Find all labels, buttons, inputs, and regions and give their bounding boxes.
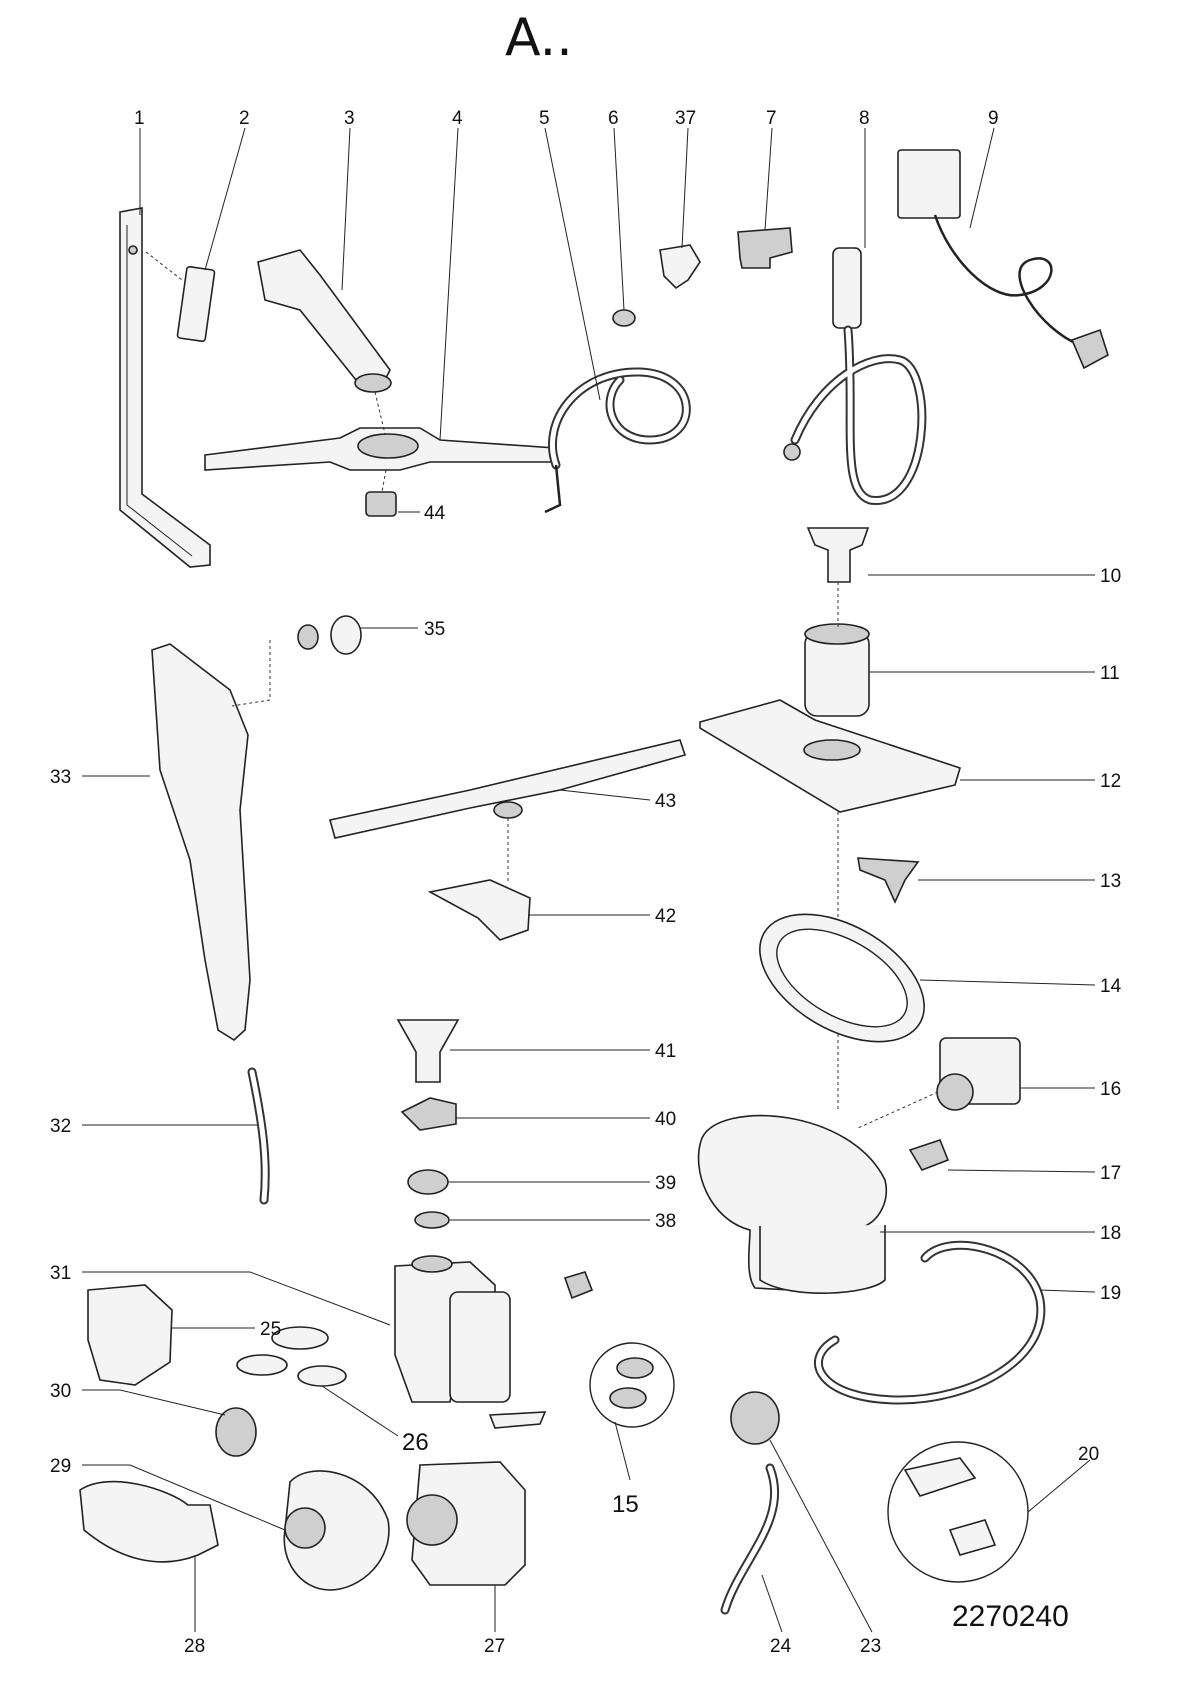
label-18: 18 [1100, 1223, 1121, 1244]
label-13: 13 [1100, 871, 1121, 892]
label-25: 25 [260, 1319, 281, 1340]
part-42-arm-support [427, 879, 531, 941]
part-3-upper-arm [257, 249, 391, 391]
part-6-ring [612, 309, 636, 327]
label-28: 28 [184, 1636, 205, 1657]
label-30: 30 [50, 1381, 71, 1402]
label-37: 37 [675, 108, 696, 129]
part-15-kit-group [589, 1342, 675, 1428]
leader-lines [82, 127, 1096, 1633]
label-17: 17 [1100, 1163, 1121, 1184]
part-43-lower-spray-arm [329, 739, 687, 839]
label-9: 9 [988, 108, 999, 129]
label-32: 32 [50, 1116, 71, 1137]
label-26: 26 [402, 1429, 429, 1456]
label-43: 43 [655, 791, 676, 812]
label-38: 38 [655, 1211, 676, 1232]
part-44-nut [365, 491, 397, 517]
part-35-ring [297, 624, 319, 650]
label-14: 14 [1100, 976, 1122, 997]
label-19: 19 [1100, 1283, 1121, 1304]
label-4: 4 [452, 108, 463, 129]
label-11: 11 [1100, 663, 1120, 684]
document-number: 2270240 [952, 1600, 1069, 1633]
part-8-fitting [832, 247, 862, 329]
label-27: 27 [484, 1636, 505, 1657]
part-29-pump [283, 1470, 390, 1591]
label-20: 20 [1078, 1444, 1099, 1465]
label-7: 7 [766, 108, 777, 129]
part-25-pump-housing [87, 1284, 173, 1386]
page-title: A.. [505, 8, 573, 68]
part-38-seal [414, 1211, 450, 1229]
label-10: 10 [1100, 566, 1121, 587]
part-35-nut [330, 615, 362, 655]
part-1-bracket [119, 207, 211, 568]
part-5-hose [547, 367, 691, 470]
part-small-clip [563, 1271, 594, 1300]
label-29: 29 [50, 1456, 71, 1477]
label-33: 33 [50, 767, 71, 788]
label-44: 44 [424, 503, 446, 524]
part-39-nut [407, 1169, 449, 1195]
part-9-cable [933, 214, 1081, 347]
part-10-filter-insert [806, 527, 870, 583]
part-26-seal-c [297, 1365, 347, 1387]
label-16: 16 [1100, 1079, 1121, 1100]
label-1: 1 [134, 108, 145, 129]
label-40: 40 [655, 1109, 676, 1130]
part-30-seal [215, 1407, 257, 1457]
label-6: 6 [608, 108, 619, 129]
label-39: 39 [655, 1173, 676, 1194]
part-26-seal-a [271, 1326, 329, 1350]
part-9-terminal-block [897, 149, 961, 219]
part-28-elbow-hose [79, 1480, 219, 1563]
part-23-cap [730, 1391, 780, 1445]
part-26-seal-b [236, 1354, 288, 1376]
part-27-motor [411, 1461, 526, 1586]
callout-labels: 1 2 3 4 5 6 37 7 8 9 44 10 35 11 33 12 4… [50, 108, 1122, 1657]
label-5: 5 [539, 108, 550, 129]
label-35: 35 [424, 619, 445, 640]
label-42: 42 [655, 906, 676, 927]
label-41: 41 [655, 1041, 676, 1062]
part-33-side-panel [151, 643, 251, 1041]
part-7-clamp [737, 227, 793, 269]
label-31: 31 [50, 1263, 71, 1284]
label-23: 23 [860, 1636, 881, 1657]
part-2-clip [176, 265, 216, 343]
label-24: 24 [770, 1636, 792, 1657]
part-17-flap [908, 1139, 950, 1171]
part-13-latch [857, 857, 920, 904]
label-2: 2 [239, 108, 250, 129]
label-8: 8 [859, 108, 870, 129]
part-41-funnel [396, 1019, 460, 1083]
part-37-valve [659, 244, 701, 290]
label-15: 15 [612, 1491, 639, 1518]
label-3: 3 [344, 108, 355, 129]
label-12: 12 [1100, 771, 1121, 792]
part-40-cover [400, 1097, 457, 1131]
